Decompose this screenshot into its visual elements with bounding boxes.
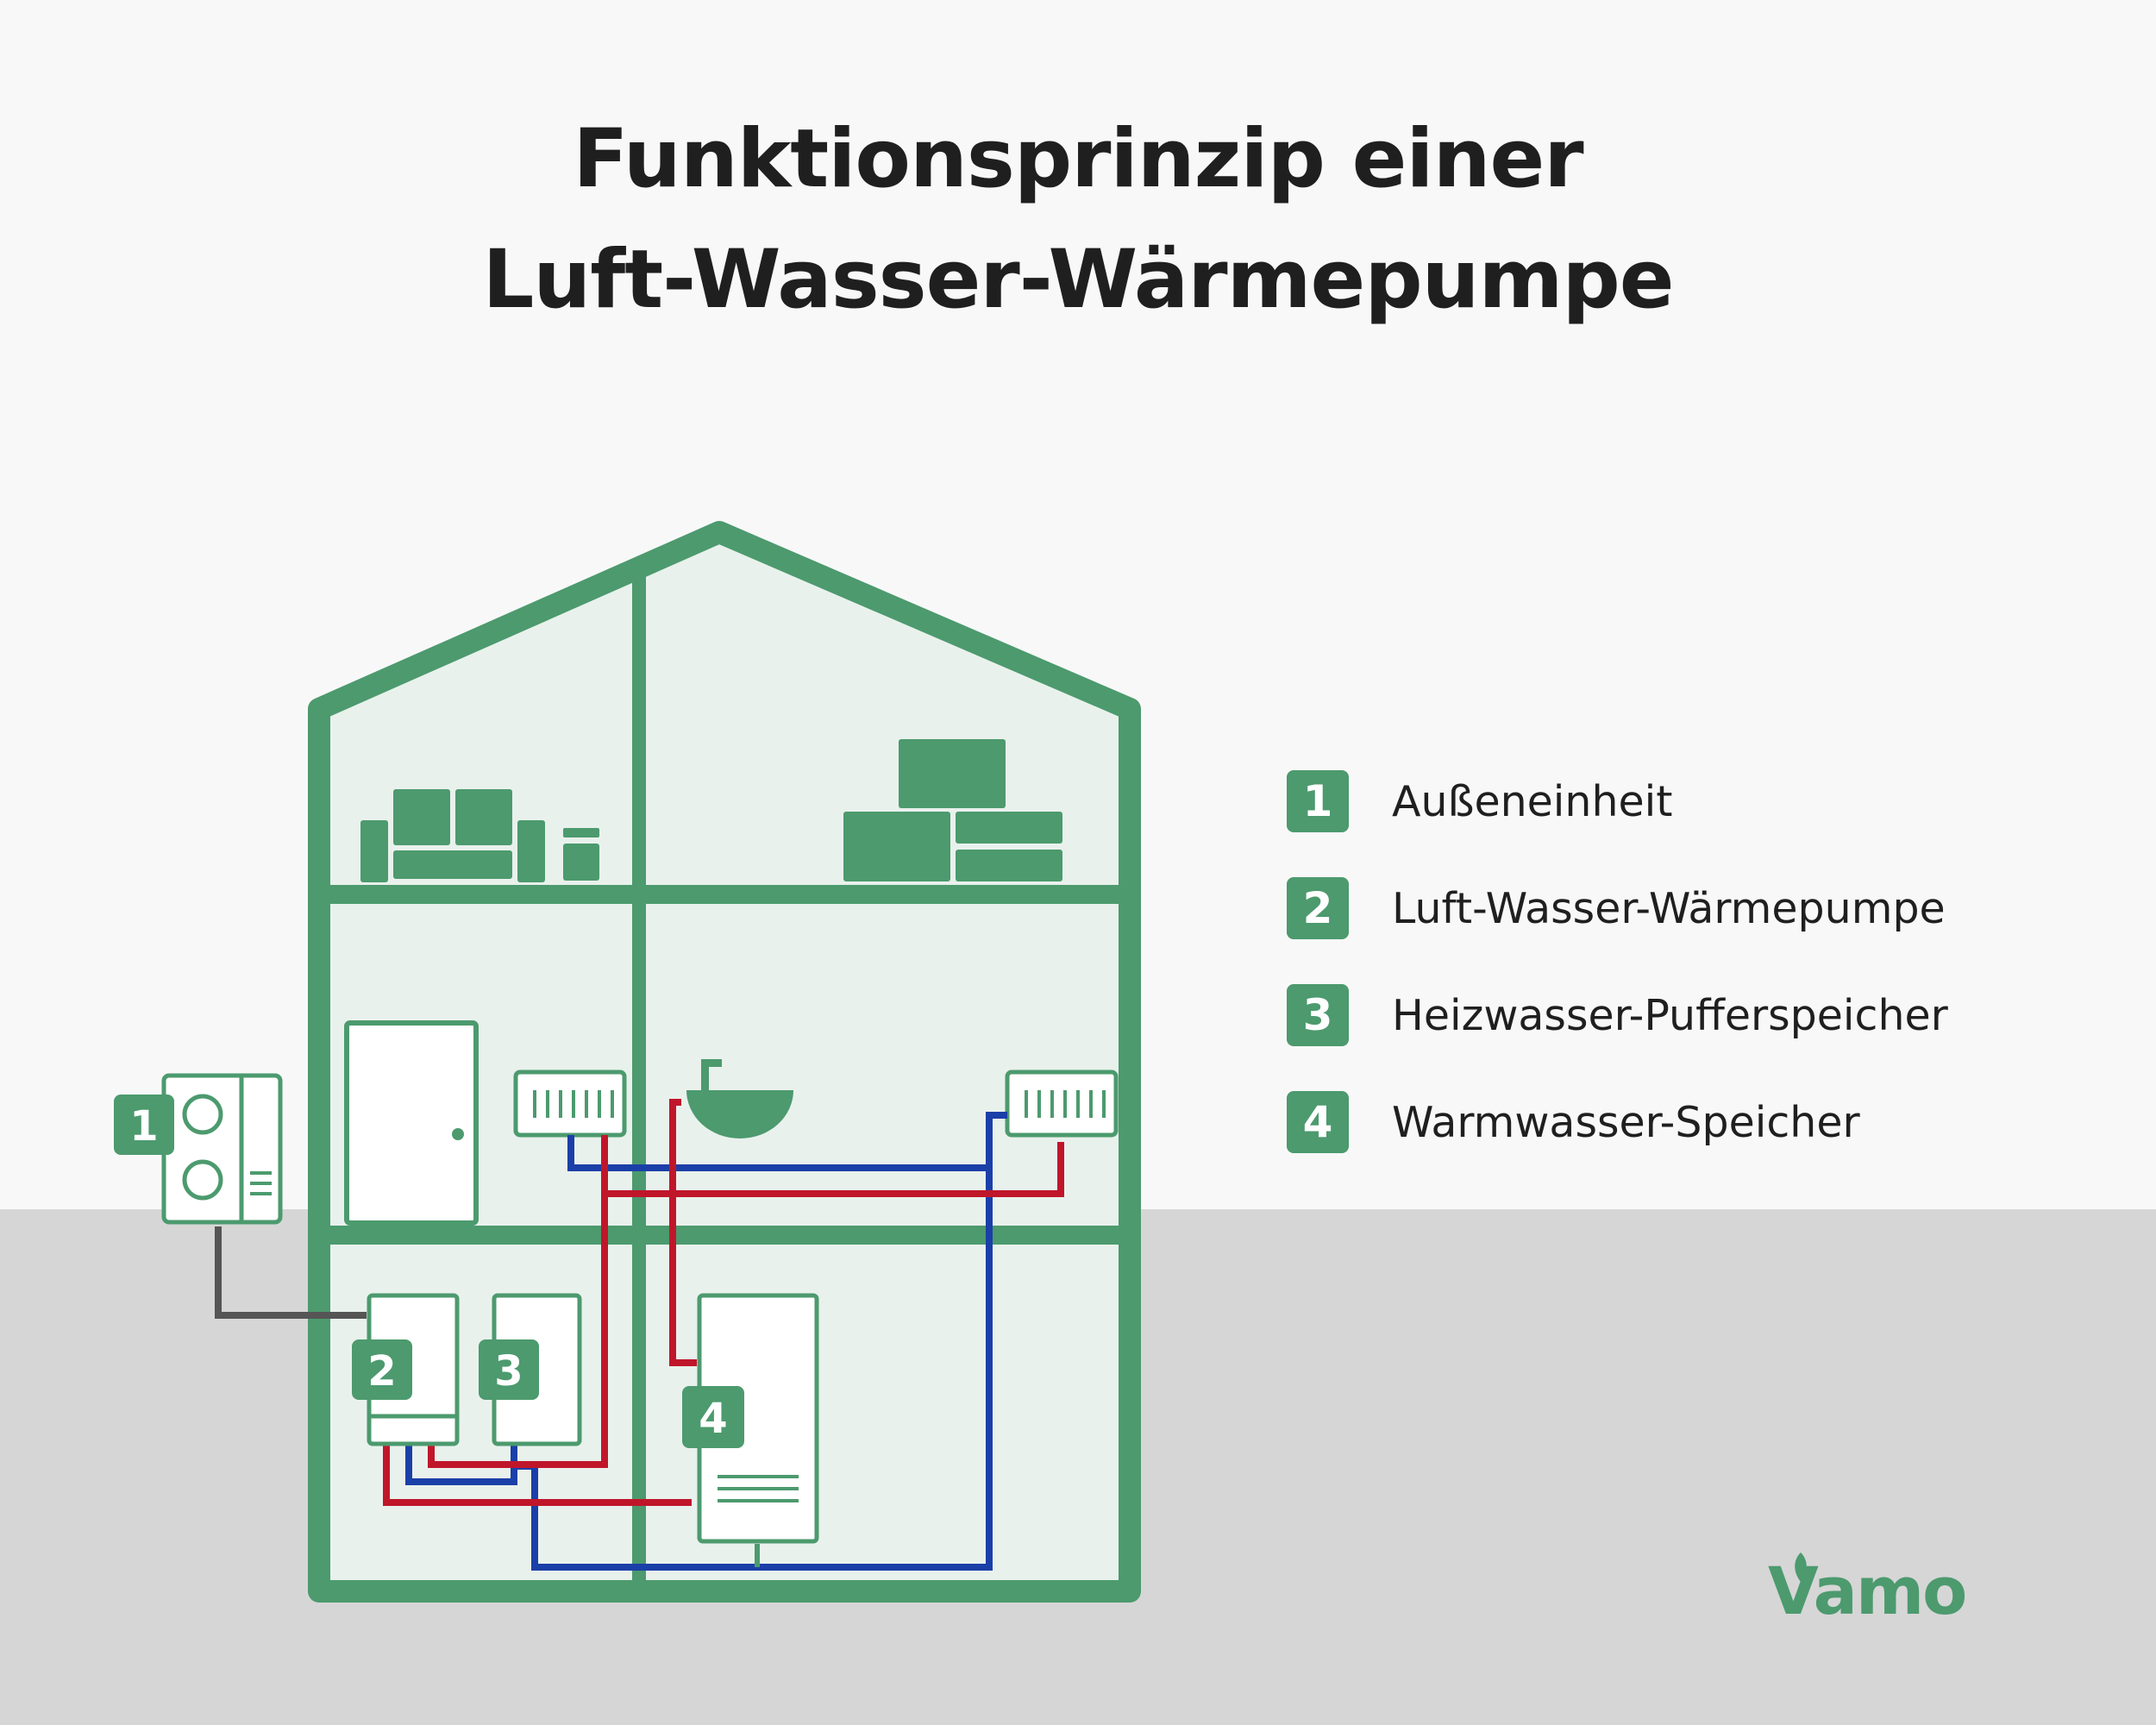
badge-3-text: 3	[494, 1347, 523, 1396]
sofa-icon	[360, 789, 599, 882]
legend-label: Luft-Wasser-Wärmepumpe	[1392, 883, 1946, 933]
badge-4-text: 4	[699, 1395, 727, 1443]
brand-logo: Vamo	[1751, 1544, 2009, 1639]
legend-item: 2 Luft-Wasser-Wärmepumpe	[1287, 876, 2063, 940]
radiator-icon	[1005, 1070, 1119, 1138]
page-title: Funktionsprinzip einer Luft-Wasser-Wärme…	[0, 99, 2156, 341]
hot-pipe-tank	[383, 1446, 692, 1506]
outdoor-cable	[215, 1226, 367, 1319]
legend-item: 3 Heizwasser-Pufferspeicher	[1287, 983, 2063, 1047]
legend-label: Warmwasser-Speicher	[1392, 1097, 1860, 1147]
tv-stand-icon	[843, 739, 1062, 881]
legend-badge: 1	[1287, 770, 1349, 832]
badge-1: 1	[114, 1095, 174, 1155]
fan-unit-icon	[182, 1094, 223, 1201]
badge-2: 2	[352, 1339, 412, 1400]
hot-pipe-radiators	[601, 1135, 1064, 1197]
pipes	[215, 1099, 1064, 1571]
legend-badge: 3	[1287, 984, 1349, 1046]
title-line-2: Luft-Wasser-Wärmepumpe	[482, 233, 1674, 327]
badge-4: 4	[682, 1386, 744, 1448]
legend-label: Außeneinheit	[1392, 776, 1673, 826]
sink-icon	[686, 1059, 793, 1138]
hot-pipe-sink	[669, 1099, 697, 1366]
badge-3: 3	[479, 1339, 539, 1400]
brand-name: Vamo	[1768, 1552, 1967, 1629]
outdoor-unit	[161, 1073, 283, 1225]
legend-badge: 4	[1287, 1091, 1349, 1153]
hot-pipe-riser	[428, 1194, 608, 1468]
legend-label: Heizwasser-Pufferspeicher	[1392, 990, 1948, 1040]
legend-badge: 2	[1287, 877, 1349, 939]
legend-item: 4 Warmwasser-Speicher	[1287, 1090, 2063, 1154]
radiator-icon	[513, 1070, 627, 1138]
door-icon	[344, 1020, 479, 1226]
title-line-1: Funktionsprinzip einer	[573, 112, 1583, 206]
badge-2-text: 2	[367, 1347, 396, 1396]
leaf-icon	[1795, 1552, 1807, 1582]
cold-pipe-pump	[405, 1446, 517, 1485]
legend-item: 1 Außeneinheit	[1287, 769, 2063, 833]
badge-1-text: 1	[129, 1102, 158, 1151]
